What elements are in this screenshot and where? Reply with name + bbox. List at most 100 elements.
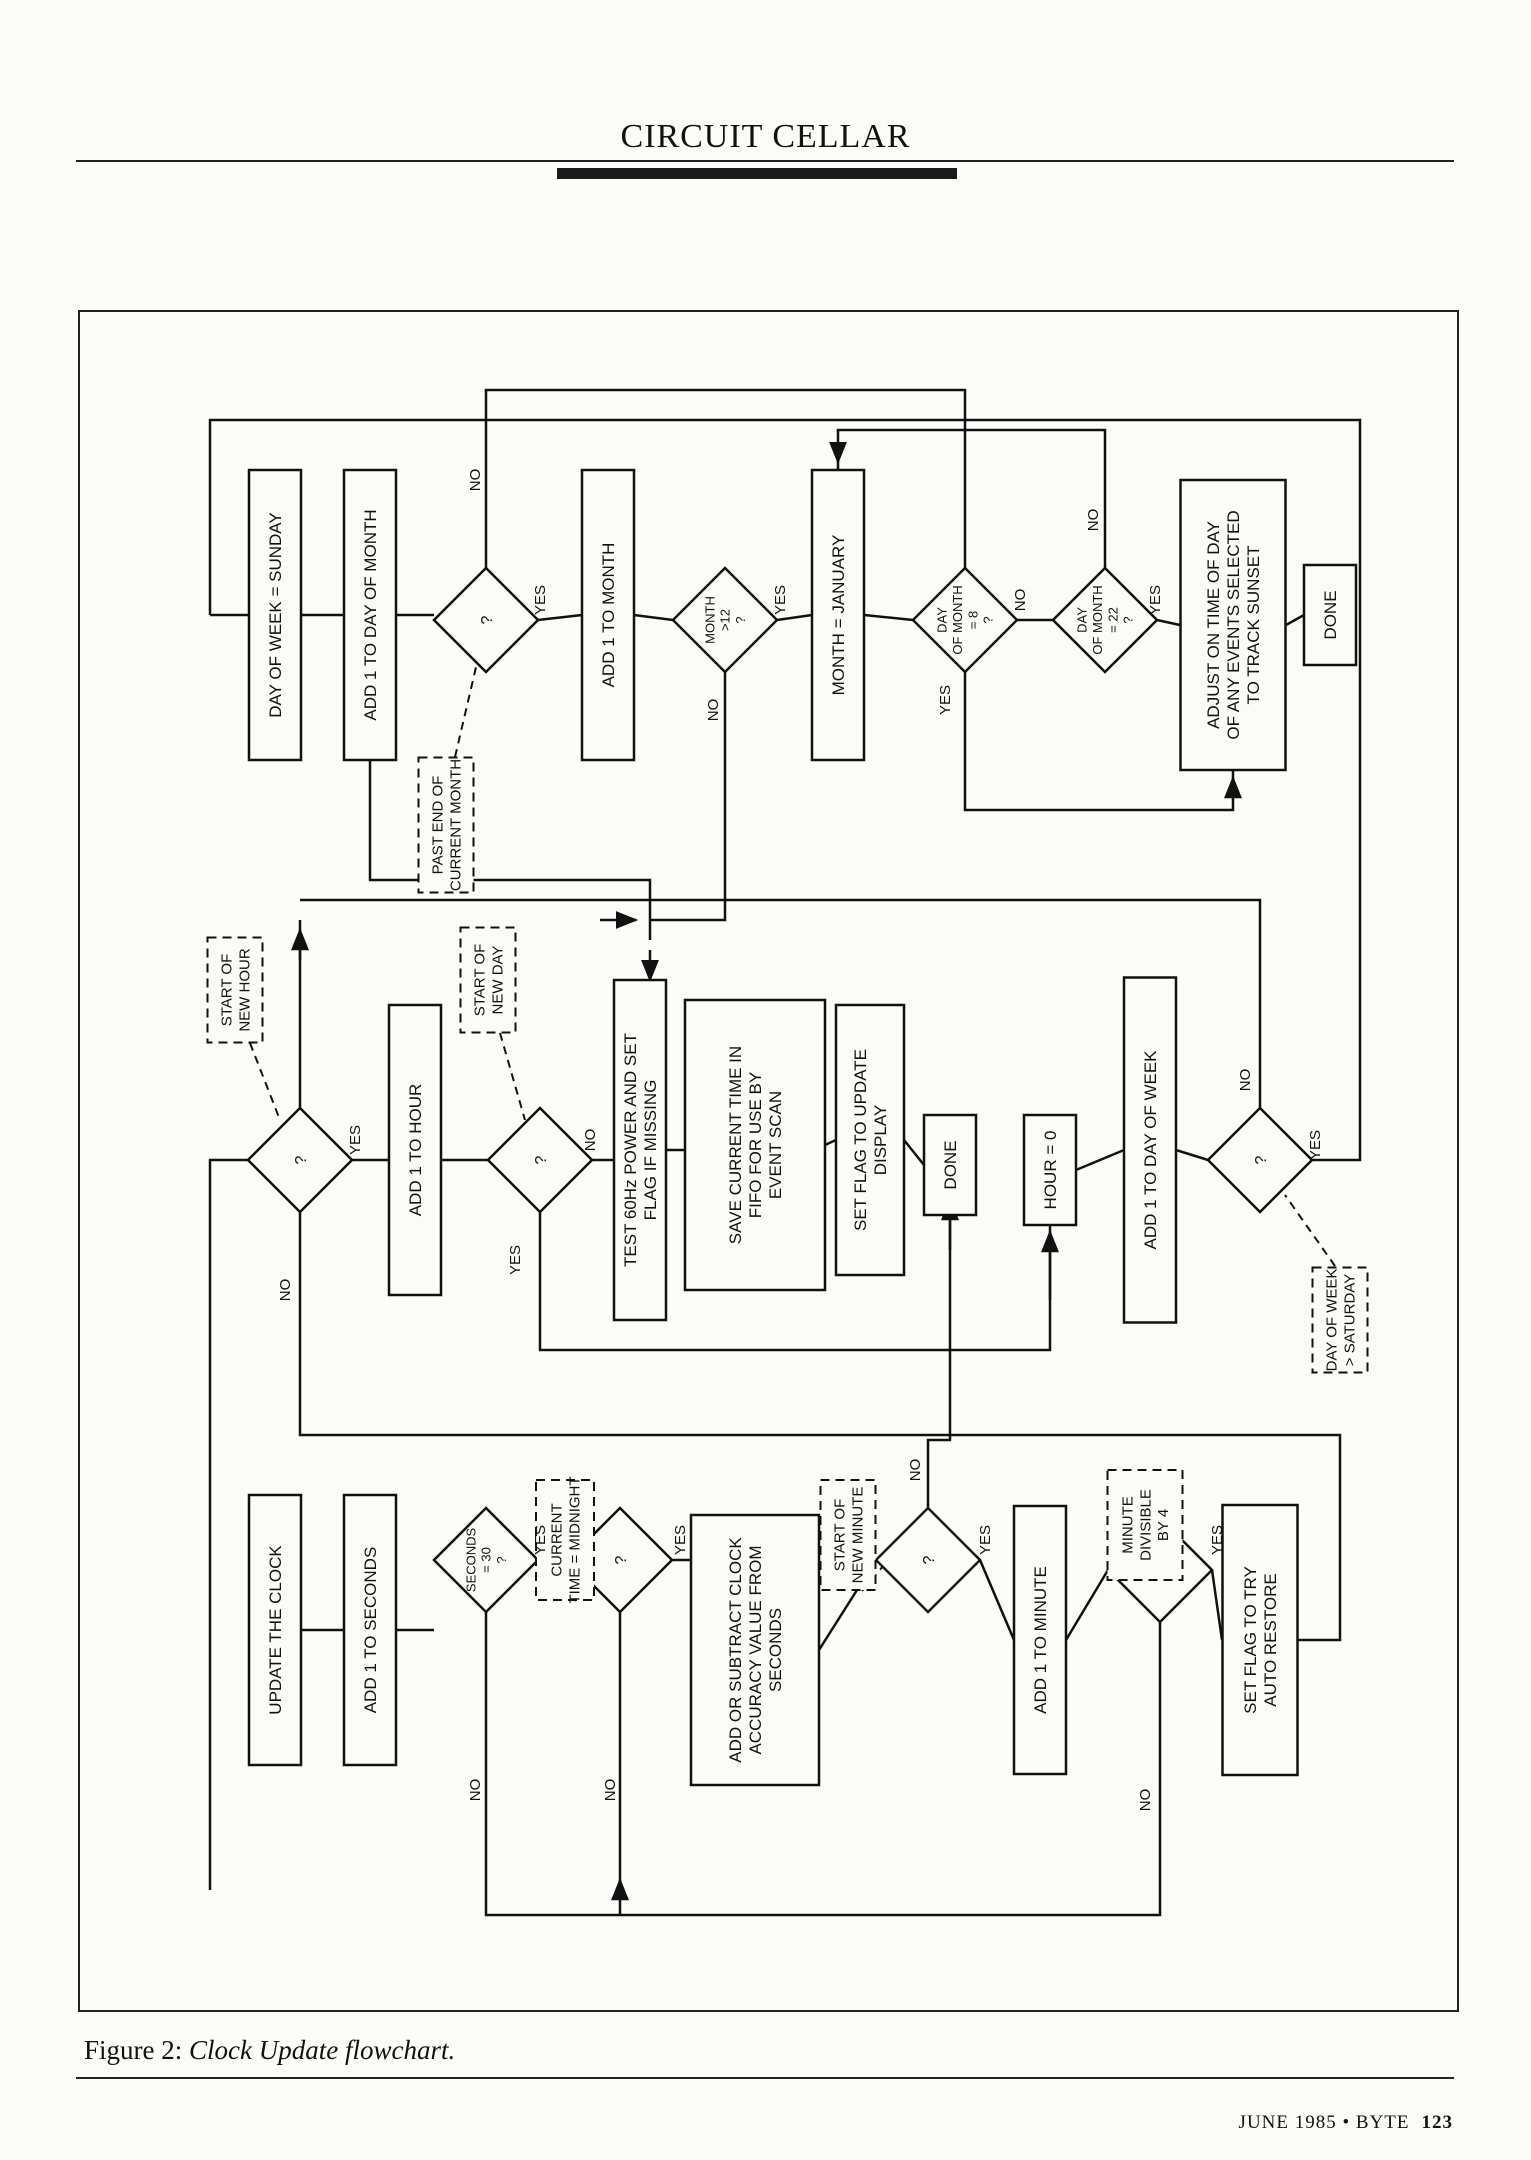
- annotation-label: START OFNEW MINUTE: [832, 1487, 867, 1584]
- annotation-n-newmin: START OFNEW MINUTE: [819, 1479, 877, 1591]
- process-box-label: DONE: [941, 1140, 960, 1189]
- connector: [1175, 1148, 1209, 1162]
- decision-d-pastmonth: ?: [432, 566, 540, 674]
- annotation-frame: [1106, 1469, 1184, 1581]
- figure-caption-text: Clock Update flowchart.: [189, 2035, 456, 2065]
- annotation-n-newday: START OFNEW DAY: [459, 926, 517, 1034]
- process-box-fifo: SAVE CURRENT TIME INFIFO FOR USE BYEVENT…: [683, 998, 827, 1292]
- connector: [836, 428, 1107, 568]
- no-label: NO: [1085, 509, 1102, 532]
- annotation-n-pastmonth: PAST END OFCURRENT MONTH: [417, 756, 475, 894]
- yes-label: YES: [347, 1125, 364, 1155]
- process-box-label: SET FLAG TO TRYAUTO RESTORE: [1241, 1566, 1280, 1714]
- process-box-frame: [810, 468, 866, 762]
- process-box-frame: [1179, 478, 1287, 772]
- process-box-label: MONTH = JANUARY: [829, 535, 848, 696]
- decision-d-dom8: DAYOF MONTH= 8?: [911, 566, 1019, 674]
- process-box-label: ADD 1 TO HOUR: [406, 1084, 425, 1217]
- yes-label: YES: [507, 1245, 524, 1275]
- annotation-frame: [459, 926, 517, 1034]
- connector: [1156, 618, 1181, 627]
- decision-label: ?: [479, 615, 496, 624]
- decision-label: SECONDS= 30?: [463, 1528, 509, 1593]
- process-box-month-jan: MONTH = JANUARY: [810, 468, 866, 762]
- connector: [1064, 1569, 1110, 1641]
- decision-d-dow: ?: [1206, 1106, 1314, 1214]
- process-box-hour0: HOUR = 0: [1022, 1113, 1078, 1227]
- decision-diamond: [911, 566, 1019, 674]
- process-box-done2: DONE: [1302, 563, 1358, 667]
- header-rule: [76, 160, 1454, 162]
- no-label: NO: [907, 1459, 924, 1482]
- process-box-label: ADD 1 TO MONTH: [599, 543, 618, 688]
- decision-diamond: [432, 566, 540, 674]
- figure-label: Figure 2:: [84, 2035, 183, 2065]
- no-label: NO: [1237, 1069, 1254, 1092]
- annotation-frame: [206, 936, 264, 1044]
- process-box-frame: [683, 998, 827, 1292]
- yes-label: YES: [532, 1525, 549, 1555]
- process-box-add-dom: ADD 1 TO DAY OF MONTH: [342, 468, 398, 762]
- connector: [537, 613, 583, 622]
- decision-label: ?: [293, 1155, 310, 1164]
- yes-label: YES: [1147, 585, 1164, 615]
- process-box-frame: [1302, 563, 1358, 667]
- process-box-label: SET FLAG TO UPDATEDISPLAY: [851, 1049, 890, 1231]
- process-box-label: ADD OR SUBTRACT CLOCKACCURACY VALUE FROM…: [726, 1537, 785, 1763]
- process-box-update: UPDATE THE CLOCK: [247, 1493, 303, 1767]
- figure-frame: [78, 310, 1459, 2012]
- decision-d-newday: ?: [486, 1106, 594, 1214]
- no-label: NO: [277, 1279, 294, 1302]
- process-box-label: ADD 1 TO SECONDS: [361, 1547, 380, 1714]
- process-box-label: HOUR = 0: [1041, 1131, 1060, 1210]
- connector: [824, 1138, 837, 1147]
- process-box-add-sub: ADD OR SUBTRACT CLOCKACCURACY VALUE FROM…: [689, 1513, 821, 1787]
- connector: [903, 1139, 925, 1166]
- annotation-frame: [1311, 1266, 1369, 1374]
- yes-label: YES: [937, 685, 954, 715]
- connector: [650, 672, 727, 922]
- yes-label: YES: [772, 585, 789, 615]
- connector: [1210, 1569, 1224, 1641]
- process-box-label: ADD 1 TO DAY OF MONTH: [361, 509, 380, 720]
- annotation-label: START OFNEW HOUR: [219, 948, 254, 1031]
- annotation-leader: [249, 1042, 281, 1121]
- connector: [776, 613, 813, 622]
- decision-d-dom22: DAYOF MONTH= 22?: [1051, 566, 1159, 674]
- decision-diamond: [1206, 1106, 1314, 1214]
- yes-label: YES: [532, 585, 549, 615]
- decision-d-newhour: ?: [246, 1106, 354, 1214]
- decision-label: DAYOF MONTH= 22?: [1075, 585, 1136, 654]
- no-label: NO: [602, 1779, 619, 1802]
- process-box-label: UPDATE THE CLOCK: [266, 1545, 285, 1715]
- decision-diamond: [432, 1506, 540, 1614]
- no-label: NO: [1012, 589, 1029, 612]
- annotation-n-newhour: START OFNEW HOUR: [206, 936, 264, 1044]
- issue-date: JUNE 1985 • BYTE: [1238, 2112, 1410, 2133]
- decision-d-newmin: ?: [874, 1506, 982, 1614]
- header-bar: [557, 168, 957, 179]
- process-box-add-hour: ADD 1 TO HOUR: [387, 1003, 443, 1297]
- yes-label: YES: [672, 1525, 689, 1555]
- decision-label: ?: [1253, 1155, 1270, 1164]
- connector: [484, 388, 967, 568]
- annotation-label: DAY OF WEEK> SATURDAY: [1324, 1269, 1359, 1372]
- connector: [1075, 1148, 1125, 1172]
- connector: [978, 1559, 1016, 1641]
- process-box-label: ADD 1 TO DAY OF WEEK: [1141, 1050, 1160, 1250]
- decision-d-sec30: SECONDS= 30?: [432, 1506, 540, 1614]
- decision-diamond: [486, 1106, 594, 1214]
- annotation-frame: [417, 756, 475, 894]
- process-box-frame: [247, 1493, 303, 1767]
- connector: [484, 1612, 1162, 1917]
- process-box-add-dow: ADD 1 TO DAY OF WEEK: [1122, 976, 1178, 1324]
- process-box-auto: SET FLAG TO TRYAUTO RESTORE: [1221, 1503, 1299, 1777]
- connector: [298, 1212, 1342, 1642]
- process-box-label: SAVE CURRENT TIME INFIFO FOR USE BYEVENT…: [726, 1046, 785, 1244]
- process-box-frame: [1012, 1504, 1068, 1776]
- process-box-label: DONE: [1321, 590, 1340, 639]
- process-box-frame: [1122, 976, 1178, 1324]
- annotation-leader: [499, 1032, 526, 1121]
- process-box-label: ADJUST ON TIME OF DAYOF ANY EVENTS SELEC…: [1204, 510, 1263, 739]
- no-label: NO: [582, 1129, 599, 1152]
